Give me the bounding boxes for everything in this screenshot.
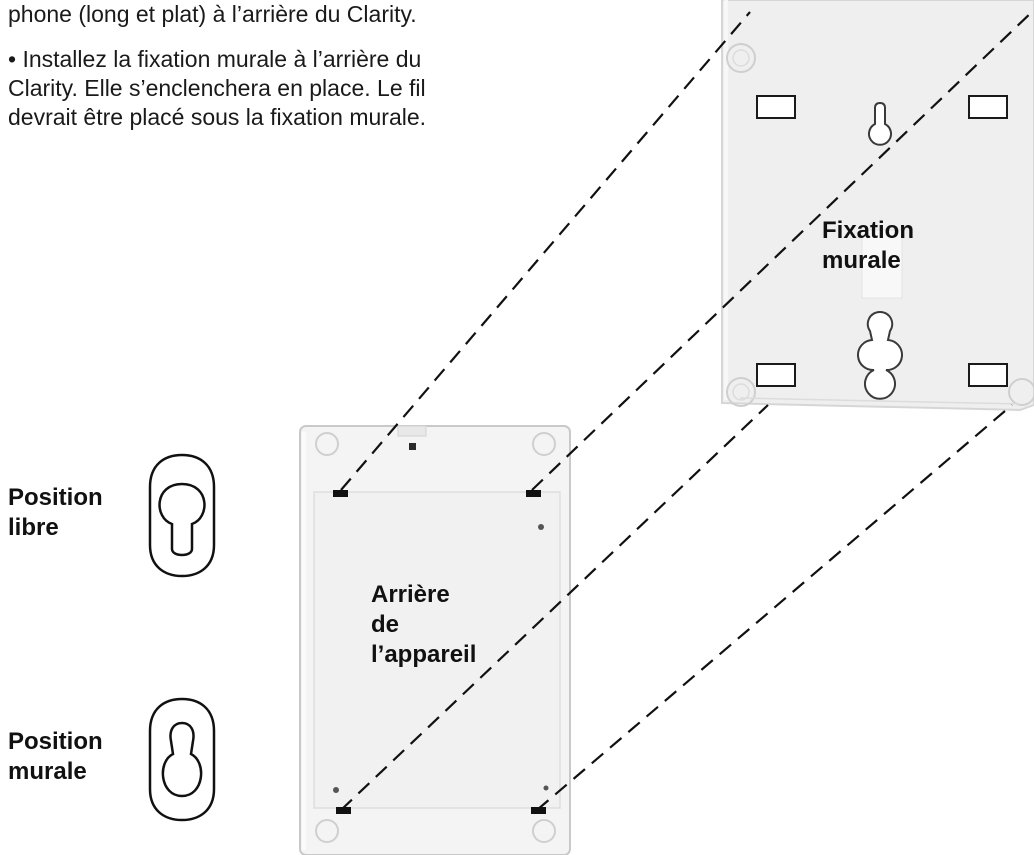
instruction-line: phone (long et plat) à l’arrière du Clar… [8, 1, 417, 27]
position-free-label-line: libre [8, 514, 59, 541]
keyhole-wall-position-icon [148, 697, 216, 822]
position-wall-label-line: Position [8, 728, 103, 755]
device-label-line: Arrière [371, 581, 450, 608]
bracket-label: Fixation murale [822, 216, 914, 276]
bracket-label-line: Fixation [822, 217, 915, 244]
instruction-bullet-line: Clarity. Elle s’enclenchera en place. Le… [8, 75, 426, 101]
wall-bracket [721, 0, 1034, 412]
device-label: Arrière de l’appareil [371, 580, 476, 670]
position-wall-label: Position murale [8, 727, 103, 787]
alignment-lines [340, 9, 1034, 811]
device-back [299, 425, 571, 855]
position-free-label: Position libre [8, 483, 103, 543]
instruction-text: phone (long et plat) à l’arrière du Clar… [8, 0, 588, 132]
device-label-line: de [371, 611, 400, 638]
device-label-line: l’appareil [371, 641, 477, 668]
position-wall-label-line: murale [8, 758, 87, 785]
bracket-label-line: murale [822, 247, 901, 274]
instruction-bullet-line: • Installez la fixation murale à l’arriè… [8, 46, 422, 72]
instruction-bullet-line: devrait être placé sous la fixation mura… [8, 104, 427, 130]
keyhole-free-position-icon [148, 453, 216, 578]
position-free-label-line: Position [8, 484, 103, 511]
